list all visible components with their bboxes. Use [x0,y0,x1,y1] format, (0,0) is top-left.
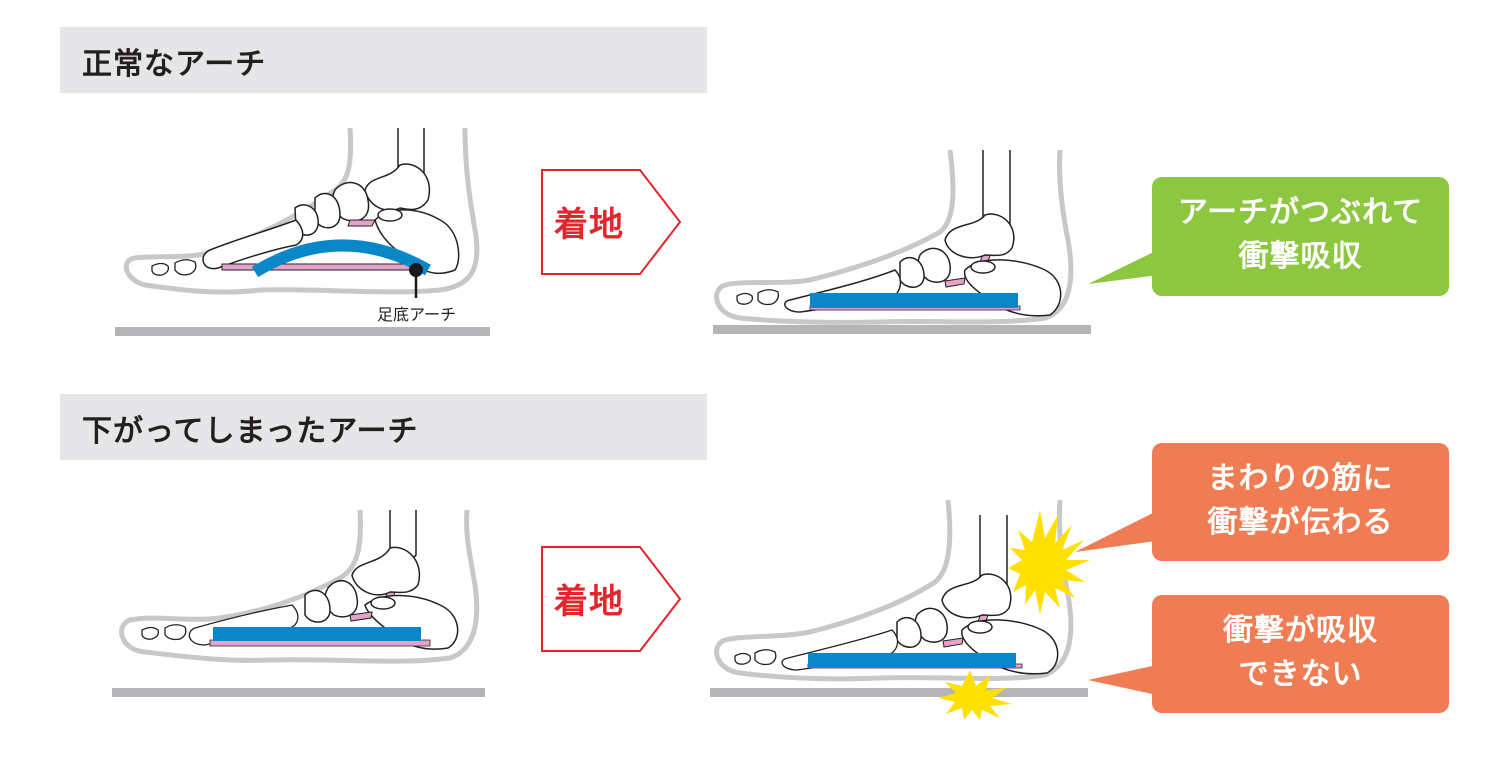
callout-line: できない [1238,657,1363,692]
landing-label: 着地 [554,205,624,245]
landing-label: 着地 [554,582,624,622]
callout-arch-absorbs-shock: アーチがつぶれて 衝撃吸収 [1152,177,1449,296]
section-title: 下がってしまったアーチ [82,414,419,449]
landing-arrow-icon: 着地 [540,168,685,278]
callout-line: 衝撃が伝わる [1207,505,1394,540]
foot-skeleton-illustration-normal [115,127,490,336]
landing-arrow-icon: 着地 [540,545,685,655]
section-header-fallen-arch: 下がってしまったアーチ [60,394,707,460]
impact-burst-icon [1008,510,1090,615]
speech-bubble-tail [1075,508,1163,552]
plantar-arch-label: 足底アーチ [377,305,457,324]
impact-burst-icon [938,670,1012,720]
section-header-normal-arch: 正常なアーチ [60,27,707,93]
foot-skeleton-illustration-fallen [112,509,485,697]
foot-skeleton-illustration-landing-normal [713,149,1091,334]
speech-bubble-tail [1088,246,1166,284]
callout-line: アーチがつぶれて [1177,195,1424,230]
speech-bubble-tail [1088,663,1166,697]
section-title: 正常なアーチ [82,47,267,82]
callout-cannot-absorb-impact: 衝撃が吸収 できない [1152,595,1449,713]
callout-line: まわりの筋に [1207,461,1394,496]
callout-line: 衝撃吸収 [1238,239,1363,274]
foot-skeleton-illustration-landing-fallen [710,499,1090,720]
callout-impact-to-muscles: まわりの筋に 衝撃が伝わる [1152,443,1449,561]
callout-line: 衝撃が吸収 [1223,613,1378,648]
